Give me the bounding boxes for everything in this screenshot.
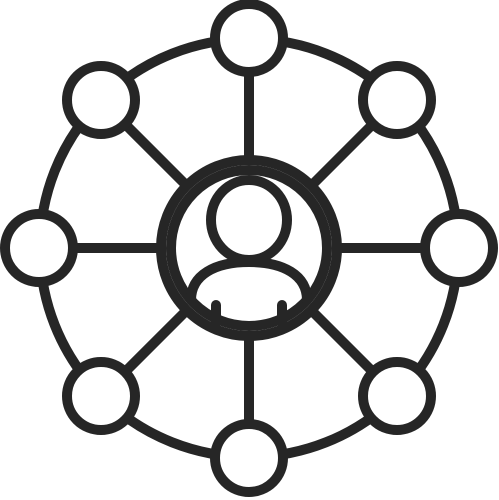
node-bottom-left bbox=[62, 357, 140, 435]
node-bottom bbox=[210, 419, 288, 497]
node-bottom-right bbox=[358, 357, 436, 435]
spokes bbox=[68, 67, 430, 429]
center-inner-ring bbox=[166, 165, 332, 331]
user-body-icon bbox=[186, 257, 312, 305]
center-hub bbox=[156, 155, 342, 341]
node-top-left bbox=[62, 61, 140, 139]
spoke-top-left bbox=[120, 119, 192, 191]
user-icon bbox=[186, 175, 312, 328]
spoke-top-right bbox=[306, 119, 378, 191]
node-top-right bbox=[358, 61, 436, 139]
node-right bbox=[420, 209, 498, 287]
spoke-bottom-left bbox=[120, 305, 192, 377]
node-left bbox=[0, 209, 78, 287]
spoke-bottom-right bbox=[306, 305, 378, 377]
node-top bbox=[210, 0, 288, 77]
